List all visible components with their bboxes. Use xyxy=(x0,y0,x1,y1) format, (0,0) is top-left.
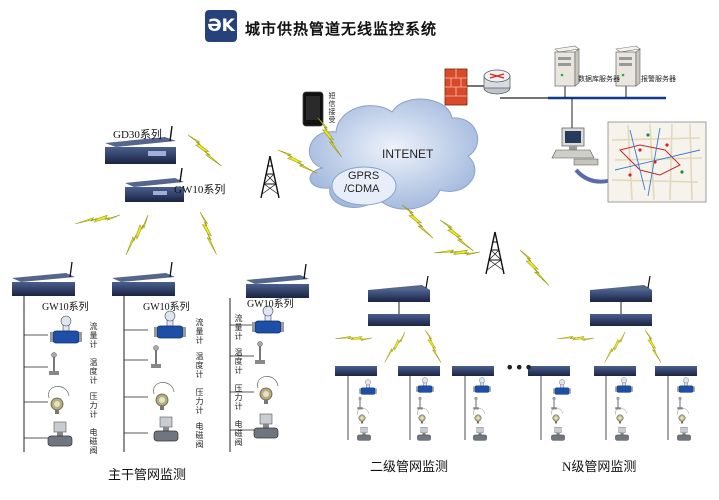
lightning-icon xyxy=(557,322,595,355)
trunk-sensors-1 xyxy=(24,315,83,447)
pressure-meter-label: 压力计 xyxy=(234,384,243,411)
flow-meter-icon xyxy=(153,310,187,339)
solenoid-valve-icon xyxy=(47,421,73,447)
router-icon xyxy=(483,69,511,95)
pressure-meter-label: 压力计 xyxy=(89,392,98,419)
lightning-icon xyxy=(335,322,373,355)
ellipsis: ••• xyxy=(505,358,534,377)
gw10-branch-1 xyxy=(12,261,75,452)
pressure-gauge-icon xyxy=(257,375,279,405)
solenoid-valve-icon xyxy=(153,416,179,442)
caption-second: 二级管网监测 xyxy=(370,459,449,474)
database-server-icon xyxy=(554,45,580,87)
temp-meter-label: 温度计 xyxy=(234,348,243,375)
flow-meter-icon xyxy=(49,315,83,344)
tower-icon xyxy=(260,155,280,199)
solenoid-valve-icon xyxy=(253,413,279,439)
internet-cloud xyxy=(308,98,479,210)
db-server-label: 数据库服务器 xyxy=(578,75,620,83)
computer-icon xyxy=(551,127,599,166)
flow-meter-label: 流量计 xyxy=(89,322,98,349)
cloud-label: INTENET xyxy=(382,147,434,161)
lightning-icon xyxy=(125,214,149,256)
lightning-icon xyxy=(634,329,672,364)
logo-glyph: ƏK xyxy=(207,16,235,36)
tower-icon xyxy=(485,231,505,275)
valve-label: 电磁阀 xyxy=(234,420,243,447)
logo-icon: ƏK xyxy=(205,10,237,42)
temp-meter-label: 温度计 xyxy=(195,352,204,379)
alarm-server-label: 报警服务器 xyxy=(641,75,676,83)
gprs-label: GPRS xyxy=(348,170,380,182)
second-level-network xyxy=(335,275,494,441)
gw10-branch-label: GW10系列 xyxy=(143,302,190,313)
lightning-icon xyxy=(394,204,441,239)
flow-meter-icon xyxy=(251,305,285,334)
gw10-top-label: GW10系列 xyxy=(174,184,226,196)
sms-label: 短信接受 xyxy=(328,92,336,124)
alarm-server-icon xyxy=(615,45,641,87)
lightning-icon xyxy=(185,211,231,255)
pressure-gauge-icon xyxy=(153,381,175,411)
gd30-device xyxy=(105,125,176,164)
gw10-branch-3 xyxy=(229,263,309,452)
gw10-branch-2 xyxy=(112,261,175,452)
lightning-icon xyxy=(384,330,406,365)
caption-main: 主干管网监测 xyxy=(108,467,187,482)
lightning-icon xyxy=(434,219,480,252)
lightning-icon xyxy=(414,329,452,364)
temp-meter-label: 温度计 xyxy=(89,358,98,385)
caption-nth: N级管网监测 xyxy=(562,459,637,474)
lightning-icon xyxy=(604,330,626,365)
lightning-icon xyxy=(511,249,558,286)
thermometer-icon xyxy=(150,344,162,369)
flow-meter-label: 流量计 xyxy=(234,314,243,341)
thermometer-icon xyxy=(48,351,60,376)
trunk-sensors-3 xyxy=(230,305,285,439)
flow-meter-label: 流量计 xyxy=(195,318,204,345)
cdma-label: /CDMA xyxy=(344,183,380,195)
lightning-icon xyxy=(434,232,481,273)
valve-label: 电磁阀 xyxy=(89,428,98,455)
gw10-branch-label: GW10系列 xyxy=(247,299,294,310)
thermometer-icon xyxy=(254,340,266,365)
nth-level-network xyxy=(528,275,697,441)
firewall-icon xyxy=(444,68,468,106)
map-thumbnail xyxy=(607,121,707,203)
arrow-icon xyxy=(574,168,613,184)
valve-label: 电磁阀 xyxy=(195,422,204,449)
diagram-title: 城市供热管道无线监控系统 xyxy=(245,22,438,38)
trunk-sensors-2 xyxy=(124,310,187,442)
lightning-icon xyxy=(74,197,121,242)
lightning-icon xyxy=(182,134,228,167)
pressure-meter-label: 压力计 xyxy=(195,388,204,415)
phone-icon xyxy=(302,91,324,127)
pressure-gauge-icon xyxy=(48,385,70,415)
gw10-branch-label: GW10系列 xyxy=(42,302,89,313)
gw10-top-device xyxy=(125,167,184,202)
gd30-label: GD30系列 xyxy=(113,129,162,141)
